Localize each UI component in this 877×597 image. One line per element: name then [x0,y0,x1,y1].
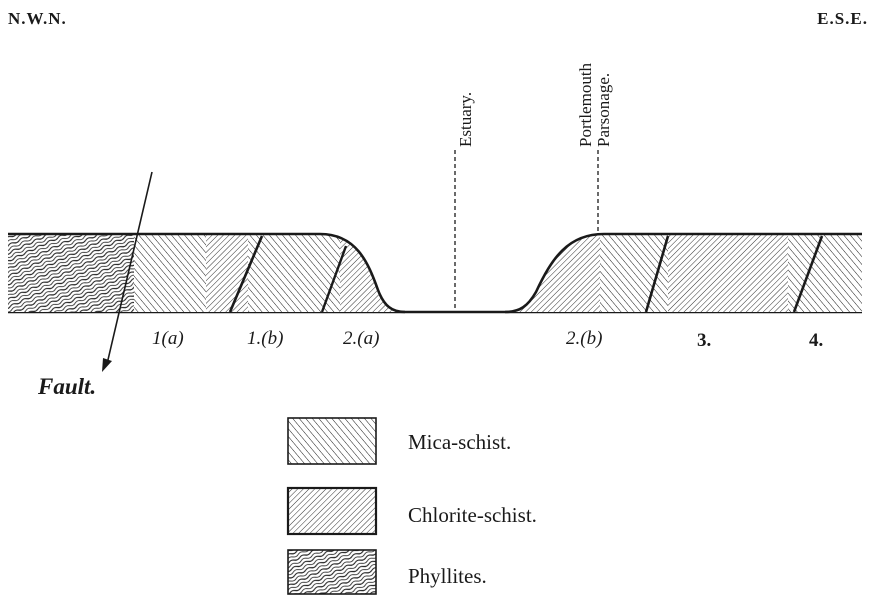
bed-label-4: 4. [809,330,823,351]
bed-label-2b: 2.(b) [566,328,602,349]
bed-boundary [792,235,824,312]
left-outcrop-outline [8,232,406,314]
direction-label-left: N.W.N. [8,9,67,28]
fault-label: Fault. [37,374,96,399]
legend-label-chlorite: Chlorite-schist. [408,503,537,527]
phyllite-bed-1a-fill [8,234,134,312]
estuary-label: Estuary. [456,92,475,147]
legend-label-phyllite: Phyllites. [408,564,487,588]
bed-boundary [228,235,264,312]
chlorite-bed-2b-fill [505,234,600,312]
bed-label-1a: 1(a) [152,328,184,349]
parsonage-label-line1: Portlemouth [576,62,595,147]
mica-bed-1a-fill [134,234,206,312]
fault-arrow-head [102,358,112,372]
right-outcrop [505,234,862,312]
parsonage-label-line2: Parsonage. [594,73,613,147]
fault-line [106,171,153,365]
chlorite-bed-1a-fill [206,234,248,312]
legend-swatch-phyllite [287,549,377,595]
mica-bed-4-fill [788,234,862,312]
mica-bed-1b-fill [248,234,340,312]
legend-label-mica: Mica-schist. [408,430,511,454]
bed-boundary [320,245,348,312]
legend: Mica-schist. Chlorite-schist. Phyllites. [286,417,537,595]
chlorite-bed-3-fill [668,234,788,312]
bed-label-1b: 1.(b) [247,328,283,349]
bed-label-3: 3. [697,330,711,351]
bed-label-2a: 2.(a) [343,328,379,349]
legend-swatch-chlorite [286,486,378,536]
left-outcrop [8,234,405,312]
direction-label-right: E.S.E. [817,9,868,28]
legend-swatch-mica [287,417,377,465]
bed-boundary [644,235,670,312]
right-outcrop-outline [504,232,862,314]
